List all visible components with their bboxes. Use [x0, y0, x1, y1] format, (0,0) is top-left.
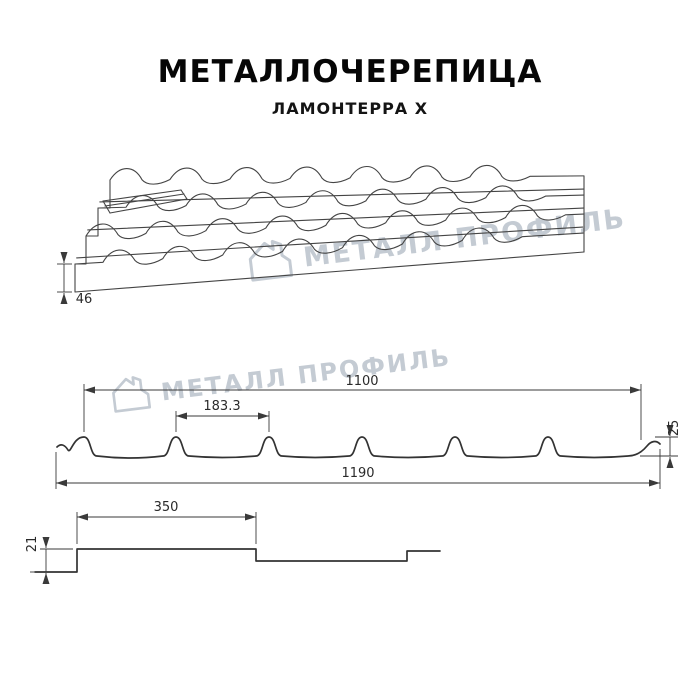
ridge-strip-bottom [109, 198, 188, 214]
tile-row-overlap-edge [87, 207, 584, 231]
ridge-strip [102, 189, 188, 214]
dimension-21: 21 [25, 536, 73, 584]
roof-perspective-view: 46 [57, 164, 585, 307]
dim-1100-label: 1100 [345, 374, 378, 389]
dim-21-label: 21 [25, 536, 40, 553]
roof-eave-edge [74, 251, 585, 293]
longitudinal-step-profile: 350 21 [25, 500, 441, 584]
ridge-strip-inner [104, 193, 185, 207]
metall-profil-logo-icon [248, 239, 294, 282]
profile-cross-section: 1100 183.3 25 [55, 374, 682, 489]
dim-350-label: 350 [154, 500, 179, 515]
dimension-1190: 1190 [55, 449, 661, 489]
tile-row-4 [74, 227, 584, 265]
watermark-lower: МЕТАЛЛ ПРОФИЛЬ [112, 343, 453, 413]
step-profile-line [34, 548, 441, 573]
tile-row-1 [109, 164, 585, 185]
dim-183-label: 183.3 [203, 399, 240, 414]
watermark-upper: МЕТАЛЛ ПРОФИЛЬ [248, 203, 628, 282]
dim-46-label: 46 [76, 292, 93, 307]
dim-25-label: 25 [667, 420, 682, 437]
ridge-strip-cap-left [102, 200, 111, 214]
metall-profil-logo-icon [112, 376, 152, 413]
watermark-text: МЕТАЛЛ ПРОФИЛЬ [160, 343, 453, 406]
page-subtitle: ЛАМОНТЕРРА X [271, 99, 429, 118]
dim-1190-label: 1190 [341, 466, 374, 481]
tile-row-3 [85, 204, 585, 240]
tile-row-2 [97, 185, 585, 212]
cross-section-wave-line [56, 436, 661, 459]
tile-row-overlap-edge [76, 226, 584, 259]
dimension-25: 25 [640, 420, 682, 468]
page-title: МЕТАЛЛОЧЕРЕПИЦА [157, 54, 543, 90]
dimension-183.3: 183.3 [175, 399, 270, 432]
roof-left-stepped-edge [74, 179, 111, 293]
ridge-strip-top [102, 189, 182, 202]
dimension-350: 350 [76, 500, 257, 544]
dimension-46: 46 [57, 252, 93, 307]
dimension-1100: 1100 [83, 374, 642, 440]
